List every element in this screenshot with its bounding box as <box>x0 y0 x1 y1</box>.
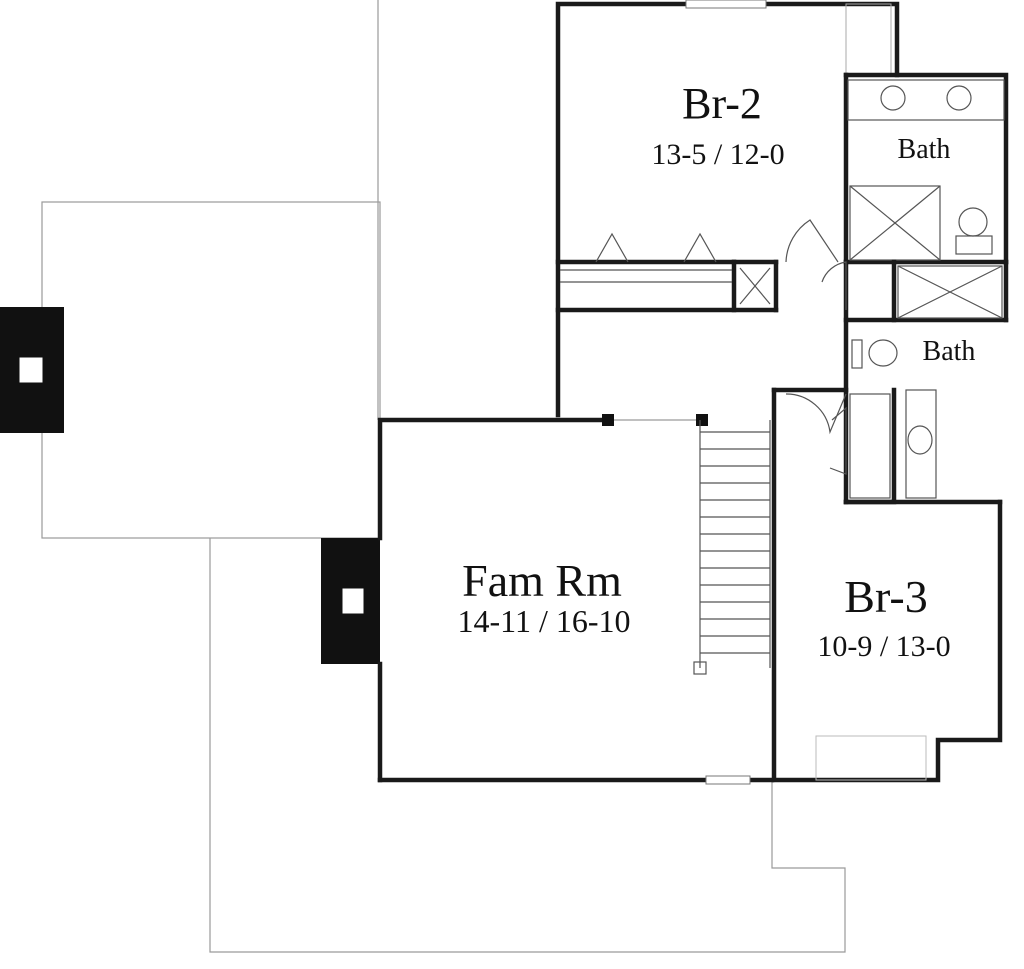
room-bath-upper: Bath <box>898 134 951 165</box>
br3-walls <box>771 387 1003 783</box>
bath-upper-walls <box>843 72 1009 265</box>
room-br2-dims: 13-5 / 12-0 <box>651 138 784 171</box>
stairs <box>693 420 771 675</box>
room-bath-lower-name: Bath <box>923 336 976 367</box>
room-br2-name: Br-2 <box>682 79 762 128</box>
room-br3: Br-3 10-9 / 13-0 <box>817 571 950 663</box>
br2-walls <box>555 0 900 418</box>
room-br3-dims: 10-9 / 13-0 <box>817 630 950 663</box>
room-famrm-name: Fam Rm <box>462 555 622 606</box>
room-br2: Br-2 13-5 / 12-0 <box>651 79 784 171</box>
chimney-center <box>321 538 380 664</box>
chimney-left <box>0 307 64 433</box>
room-bath-lower: Bath <box>923 336 976 367</box>
room-famrm: Fam Rm 14-11 / 16-10 <box>457 555 630 639</box>
famrm-walls <box>377 414 775 785</box>
room-br3-name: Br-3 <box>844 571 927 622</box>
room-bath-upper-name: Bath <box>898 134 951 165</box>
room-famrm-dims: 14-11 / 16-10 <box>457 603 630 639</box>
bath-lower-walls <box>821 259 1009 505</box>
